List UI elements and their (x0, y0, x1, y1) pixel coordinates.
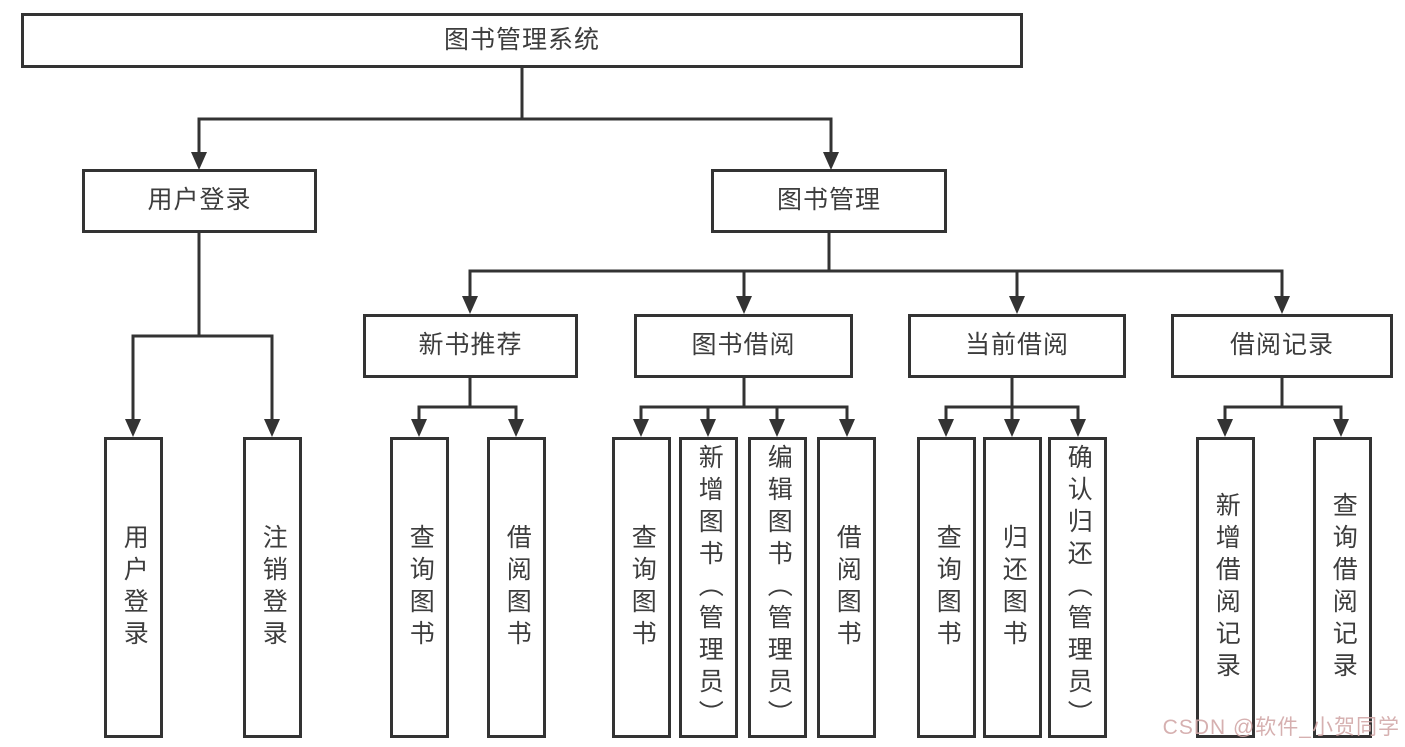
node-leaf-query-borrow-record: 查询借阅记录 (1313, 437, 1372, 738)
leaf-label: 注销登录 (259, 523, 288, 652)
node-leaf-user-login: 用户登录 (104, 437, 163, 738)
leaf-label: 用户登录 (120, 523, 149, 652)
node-current-borrowing: 当前借阅 (908, 314, 1126, 378)
node-leaf-add-borrow-record: 新增借阅记录 (1196, 437, 1255, 738)
leaf-label: 确认归还（管理员） (1064, 443, 1093, 732)
node-leaf-query-books-current: 查询图书 (917, 437, 976, 738)
leaf-label: 查询图书 (933, 523, 962, 652)
leaf-label: 新增图书（管理员） (695, 443, 724, 732)
leaf-label: 借阅图书 (503, 523, 532, 652)
node-leaf-borrow-books-recommend: 借阅图书 (487, 437, 546, 738)
node-user-login-branch: 用户登录 (82, 169, 317, 233)
node-book-management-branch: 图书管理 (711, 169, 947, 233)
leaf-label: 查询图书 (628, 523, 657, 652)
node-leaf-query-books-borrow: 查询图书 (612, 437, 671, 738)
leaf-label: 新增借阅记录 (1212, 491, 1241, 684)
node-leaf-borrow-books: 借阅图书 (817, 437, 876, 738)
leaf-label: 编辑图书（管理员） (764, 443, 793, 732)
leaf-label: 查询借阅记录 (1329, 491, 1358, 684)
node-leaf-add-books-admin: 新增图书（管理员） (679, 437, 738, 738)
node-leaf-logout: 注销登录 (243, 437, 302, 738)
leaf-label: 归还图书 (999, 523, 1028, 652)
leaf-label: 查询图书 (406, 523, 435, 652)
node-new-book-recommendation: 新书推荐 (363, 314, 578, 378)
node-library-management-system: 图书管理系统 (21, 13, 1023, 68)
node-leaf-return-books: 归还图书 (983, 437, 1042, 738)
csdn-watermark: CSDN @软件_小贺同学 (1162, 716, 1400, 739)
node-borrowing-records: 借阅记录 (1171, 314, 1393, 378)
node-book-borrowing: 图书借阅 (634, 314, 853, 378)
node-leaf-query-books-recommend: 查询图书 (390, 437, 449, 738)
leaf-label: 借阅图书 (833, 523, 862, 652)
node-leaf-confirm-return-admin: 确认归还（管理员） (1048, 437, 1107, 738)
node-leaf-edit-books-admin: 编辑图书（管理员） (748, 437, 807, 738)
